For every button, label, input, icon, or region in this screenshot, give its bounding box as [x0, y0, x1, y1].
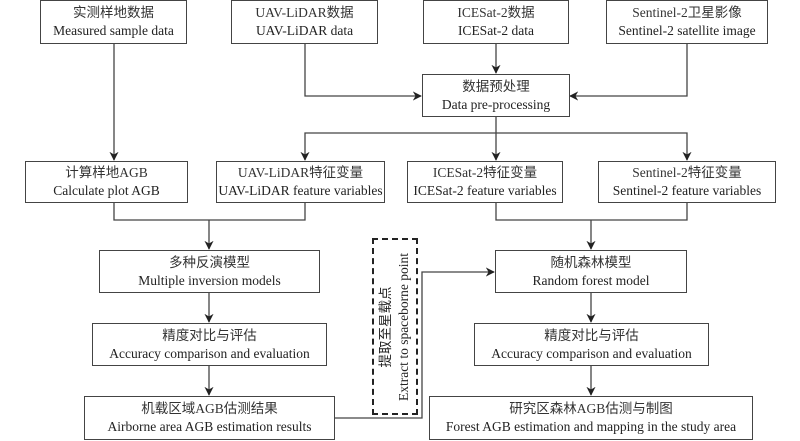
- uav-data-en: UAV-LiDAR data: [255, 23, 354, 38]
- icesat-features-en: ICESat-2 feature variables: [413, 183, 557, 198]
- airborne-result-en: Airborne area AGB estimation results: [107, 419, 312, 434]
- multiple-inversion-models-box: 多种反演模型 Multiple inversion models: [99, 250, 320, 293]
- uav-features-en: UAV-LiDAR feature variables: [218, 183, 383, 198]
- transfer-en: Extract to spaceborne point: [396, 252, 411, 401]
- airborne-agb-results-box: 机载区域AGB估测结果 Airborne area AGB estimation…: [84, 396, 335, 440]
- arrow-uav-to-preprocessing: [304, 44, 422, 101]
- sentinel-data-en: Sentinel-2 satellite image: [618, 23, 756, 38]
- models-en: Multiple inversion models: [138, 272, 281, 288]
- sentinel-image-box: Sentinel-2卫星影像 Sentinel-2 satellite imag…: [606, 0, 768, 44]
- arrow-preprocessing-to-sentinel-features: [496, 132, 692, 161]
- icesat-data-zh: ICESat-2数据: [457, 5, 535, 20]
- calculate-plot-agb-box: 计算样地AGB Calculate plot AGB: [25, 161, 188, 203]
- measured-zh: 实测样地数据: [73, 5, 154, 20]
- forest-result-zh: 研究区森林AGB估测与制图: [509, 401, 673, 416]
- arrow-airborne-to-random-forest: [335, 267, 495, 419]
- accuracy-left-en: Accuracy comparison and evaluation: [109, 345, 310, 361]
- icesat-data-box: ICESat-2数据 ICESat-2 data: [423, 0, 569, 44]
- forest-result-en: Forest AGB estimation and mapping in the…: [445, 419, 737, 434]
- airborne-result-zh: 机载区域AGB估测结果: [141, 401, 278, 416]
- icesat-data-en: ICESat-2 data: [457, 23, 535, 38]
- uav-data-zh: UAV-LiDAR数据: [255, 5, 354, 20]
- icesat-feature-variables-box: ICESat-2特征变量 ICESat-2 feature variables: [407, 161, 563, 203]
- extract-to-spaceborne-box: 提取至星载点 Extract to spaceborne point: [372, 238, 418, 415]
- plot-agb-zh: 计算样地AGB: [65, 165, 148, 180]
- accuracy-left-zh: 精度对比与评估: [162, 327, 257, 343]
- arrow-to-random-forest: [495, 203, 688, 249]
- arrow-sentinel-to-preprocessing: [569, 44, 688, 101]
- sentinel-features-en: Sentinel-2 feature variables: [612, 183, 762, 198]
- sentinel-data-zh: Sentinel-2卫星影像: [632, 5, 742, 20]
- uav-feature-variables-box: UAV-LiDAR特征变量 UAV-LiDAR feature variable…: [216, 161, 385, 203]
- accuracy-right-zh: 精度对比与评估: [544, 327, 639, 343]
- transfer-zh: 提取至星载点: [378, 286, 393, 368]
- sentinel-feature-variables-box: Sentinel-2特征变量 Sentinel-2 feature variab…: [598, 161, 776, 203]
- accuracy-right-en: Accuracy comparison and evaluation: [491, 345, 692, 361]
- accuracy-evaluation-left-box: 精度对比与评估 Accuracy comparison and evaluati…: [92, 323, 327, 366]
- sentinel-features-zh: Sentinel-2特征变量: [632, 165, 742, 180]
- accuracy-evaluation-right-box: 精度对比与评估 Accuracy comparison and evaluati…: [474, 323, 709, 366]
- icesat-features-zh: ICESat-2特征变量: [432, 165, 538, 180]
- preprocessing-zh: 数据预处理: [462, 78, 530, 94]
- arrow-to-multiple-models: [113, 203, 306, 249]
- forest-agb-mapping-box: 研究区森林AGB估测与制图 Forest AGB estimation and …: [429, 396, 753, 440]
- measured-sample-data-box: 实测样地数据 Measured sample data: [40, 0, 187, 44]
- rf-en: Random forest model: [532, 272, 650, 288]
- uav-lidar-data-box: UAV-LiDAR数据 UAV-LiDAR data: [231, 0, 378, 44]
- preprocessing-en: Data pre-processing: [441, 96, 551, 112]
- random-forest-model-box: 随机森林模型 Random forest model: [495, 250, 687, 293]
- rf-zh: 随机森林模型: [550, 254, 632, 270]
- measured-en: Measured sample data: [53, 23, 174, 38]
- models-zh: 多种反演模型: [169, 254, 250, 270]
- plot-agb-en: Calculate plot AGB: [53, 183, 160, 198]
- data-preprocessing-box: 数据预处理 Data pre-processing: [422, 74, 570, 117]
- arrow-preprocessing-to-uav-features: [300, 132, 496, 161]
- uav-features-zh: UAV-LiDAR特征变量: [237, 165, 364, 180]
